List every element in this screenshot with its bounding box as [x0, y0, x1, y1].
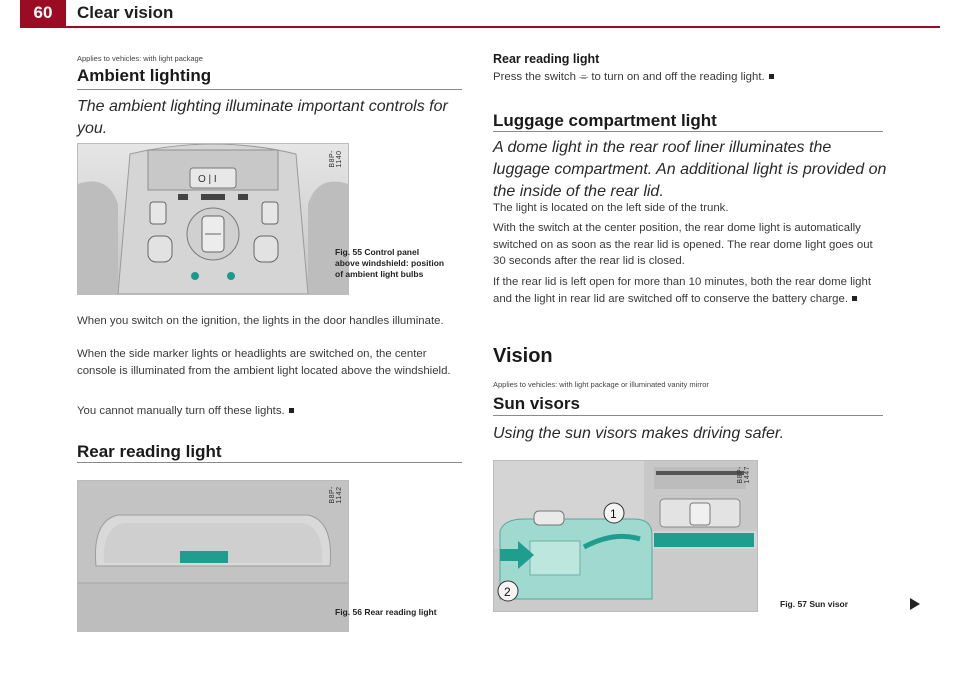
ambient-paragraph-1: When you switch on the ignition, the lig…	[77, 315, 444, 327]
luggage-paragraph-3: If the rear lid is left open for more th…	[493, 276, 871, 305]
figure-56-rear-reading-light	[77, 480, 349, 632]
figure-57-number: Fig. 57	[780, 599, 807, 609]
continue-arrow-icon	[910, 598, 920, 610]
sun-visors-lead: Using the sun visors makes driving safer…	[493, 425, 785, 442]
end-mark	[768, 74, 774, 80]
figure-56-caption-text: Rear reading light	[364, 607, 437, 617]
end-mark	[288, 408, 294, 414]
heading-rule	[493, 415, 883, 416]
figure-55-caption: Fig. 55 Control panel above windshield: …	[335, 247, 445, 280]
callout-2: 2	[504, 585, 511, 599]
figure-55-code: B8P-1140	[329, 150, 343, 168]
figure-57-code: B8P-1447	[737, 466, 751, 484]
header-divider	[20, 26, 940, 28]
rear-reading-light-subheading: Rear reading light	[493, 52, 600, 66]
figure-55-control-panel: O | I	[77, 143, 349, 295]
section-title: Clear vision	[77, 3, 174, 22]
luggage-lead: A dome light in the rear roof liner illu…	[493, 139, 887, 200]
heading-rule	[493, 131, 883, 132]
figure-56-code: B8P-1142	[329, 486, 343, 504]
end-mark	[852, 295, 858, 301]
luggage-compartment-heading: Luggage compartment light	[493, 111, 717, 130]
sun-visors-heading: Sun visors	[493, 394, 580, 413]
heading-rule	[77, 462, 462, 463]
ambient-paragraph-2: When the side marker lights or headlight…	[77, 348, 451, 377]
page-number: 60	[20, 0, 66, 26]
ambient-paragraph-3: You cannot manually turn off these light…	[77, 403, 462, 420]
applies-note: Applies to vehicles: with light package	[77, 54, 203, 63]
figure-55-caption-text: Control panel above windshield: position…	[335, 247, 445, 279]
applies-note: Applies to vehicles: with light package …	[493, 380, 709, 389]
figure-57-sun-visor: 1 2	[493, 460, 758, 612]
figure-55-number: Fig. 55	[335, 247, 362, 257]
vision-heading: Vision	[493, 345, 553, 367]
callout-1: 1	[610, 507, 617, 521]
luggage-paragraph-2: With the switch at the center position, …	[493, 222, 873, 267]
figure-56-number: Fig. 56	[335, 607, 362, 617]
rear-reading-light-text: Press the switch ⌯ to turn on and off th…	[493, 69, 883, 86]
ambient-lead: The ambient lighting illuminate importan…	[77, 98, 448, 137]
rear-reading-light-heading: Rear reading light	[77, 442, 222, 461]
switch-label: O | I	[198, 174, 217, 185]
ambient-lighting-heading: Ambient lighting	[77, 66, 212, 85]
figure-57-caption: Fig. 57 Sun visor	[780, 599, 890, 610]
figure-56-caption: Fig. 56 Rear reading light	[335, 607, 445, 618]
heading-rule	[77, 89, 462, 90]
figure-57-caption-text: Sun visor	[809, 599, 849, 609]
luggage-paragraph-1: The light is located on the left side of…	[493, 202, 729, 214]
